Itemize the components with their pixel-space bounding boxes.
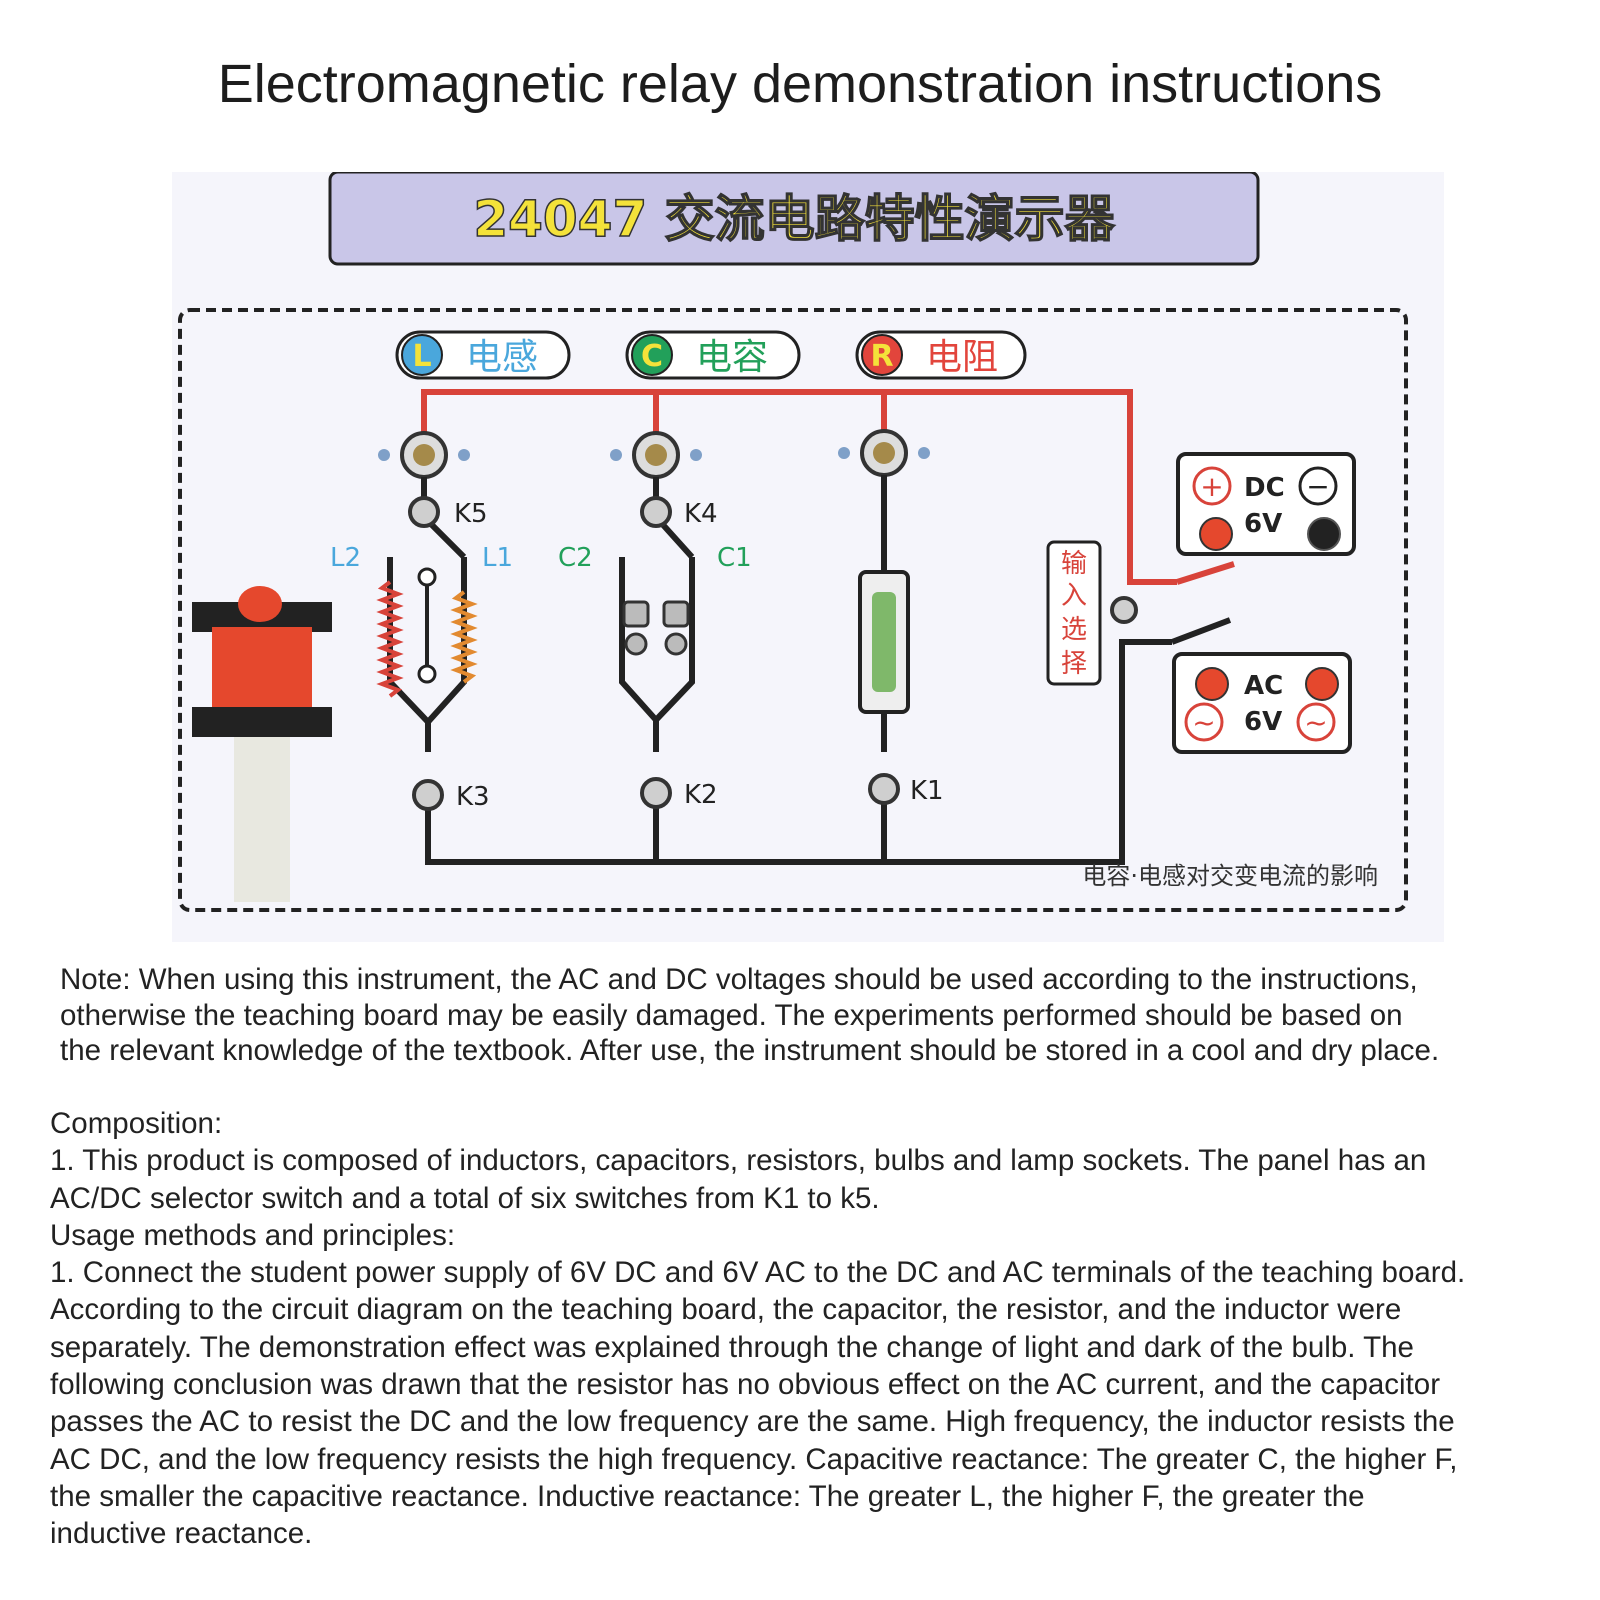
body-line: Composition: [50, 1107, 223, 1140]
ac-jack-left [1195, 667, 1229, 701]
legend-label: 电感 [466, 337, 538, 378]
body-line: AC DC, and the low frequency resists the… [50, 1442, 1458, 1476]
body-line: the smaller the capacitive reactance. In… [50, 1479, 1365, 1513]
bulb-socket-capacitor [610, 431, 702, 479]
label-l1: L1 [482, 543, 513, 573]
legend-capacitor: C 电容 [625, 330, 801, 380]
label-c1: C1 [717, 543, 752, 573]
legend-resistor: R 电阻 [855, 330, 1027, 380]
dashed-border [178, 308, 1408, 912]
legend-label: 电阻 [926, 337, 998, 378]
legend-letter: R [870, 339, 893, 374]
switch-label-k1: K1 [910, 776, 944, 806]
switch-k4 [640, 496, 672, 528]
legend-letter: L [412, 339, 431, 374]
switch-label-k3: K3 [456, 782, 490, 812]
svg-text:入: 入 [1061, 581, 1087, 611]
label-l2: L2 [330, 543, 361, 573]
body-line: Usage methods and principles: [50, 1218, 456, 1252]
model-banner-text: 24047 交流电路特性演示器 [473, 190, 1115, 248]
dc-terminal: + − DC 6V [1176, 452, 1356, 556]
legend-letter: C [641, 339, 663, 374]
relay-coil [192, 586, 332, 902]
dc-negative-jack [1307, 517, 1341, 551]
legend-label: 电容 [696, 337, 768, 378]
capacitor-block [622, 600, 690, 656]
svg-text:择: 择 [1061, 649, 1087, 679]
ac-type: AC [1244, 671, 1283, 701]
inductor-coil-l1 [450, 590, 478, 684]
body-line: AC/DC selector switch and a total of six… [50, 1181, 880, 1215]
svg-text:输: 输 [1061, 549, 1087, 579]
body-line: passes the AC to resist the DC and the l… [50, 1405, 1455, 1439]
switch-label-k5: K5 [454, 499, 488, 529]
page-title: Electromagnetic relay demonstration inst… [217, 54, 1383, 114]
demonstrator-board-photo: 24047 交流电路特性演示器 L 电感 C 电容 R 电阻 [172, 172, 1444, 942]
svg-text:选: 选 [1061, 615, 1087, 645]
legend-inductor: L 电感 [395, 330, 571, 380]
body-line: 1. This product is composed of inductors… [50, 1144, 1427, 1178]
dc-plus: + [1200, 470, 1223, 503]
bulb-socket-inductor [378, 431, 470, 479]
ac-terminal: AC 6V ~ ~ [1172, 652, 1352, 754]
resistor-element [858, 570, 910, 714]
note-line: the relevant knowledge of the textbook. … [60, 1034, 1440, 1067]
dc-voltage: 6V [1244, 509, 1282, 539]
label-c2: C2 [558, 543, 593, 573]
input-select-switch [1110, 596, 1138, 624]
board-panel [172, 172, 1444, 942]
note-line: Note: When using this instrument, the AC… [60, 963, 1418, 996]
input-select-label: 输 入 选 择 [1046, 540, 1102, 686]
ac-jack-right [1305, 667, 1339, 701]
dc-minus: − [1306, 470, 1329, 503]
inductor-coil-l2 [376, 580, 404, 698]
dc-type: DC [1244, 473, 1285, 503]
red-wire [421, 389, 1177, 585]
switch-k3 [412, 779, 444, 811]
usage-note: Note: When using this instrument, the AC… [60, 962, 1560, 1069]
body-line: According to the circuit diagram on the … [50, 1293, 1402, 1327]
body-line: following conclusion was drawn that the … [50, 1368, 1441, 1402]
switch-k5 [408, 496, 440, 528]
bulb-socket-resistor [838, 429, 930, 477]
ac-tilde-left: ~ [1192, 706, 1215, 739]
model-banner: 24047 交流电路特性演示器 [328, 172, 1260, 266]
dc-positive-jack [1199, 517, 1233, 551]
ac-voltage: 6V [1244, 707, 1282, 737]
switch-k1 [868, 773, 900, 805]
body-line: separately. The demonstration effect was… [50, 1330, 1414, 1364]
note-line: otherwise the teaching board may be easi… [60, 998, 1403, 1032]
instructions-body: Composition: 1. This product is composed… [50, 1105, 1570, 1553]
board-footer-caption: 电容·电感对交变电流的影响 [1082, 862, 1378, 890]
body-line: inductive reactance. [50, 1517, 313, 1551]
switch-k2 [640, 777, 672, 809]
body-line: 1. Connect the student power supply of 6… [50, 1256, 1466, 1290]
switch-label-k2: K2 [684, 780, 718, 810]
switch-label-k4: K4 [684, 499, 718, 529]
ac-tilde-right: ~ [1304, 706, 1327, 739]
